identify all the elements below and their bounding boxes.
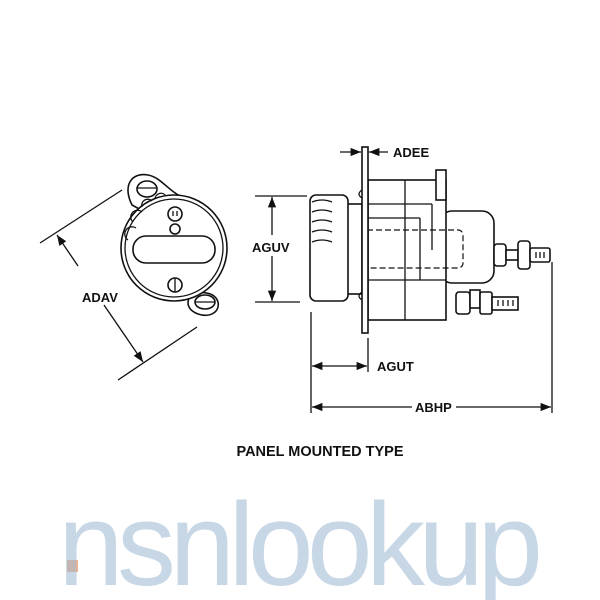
agut-dimension [310, 312, 369, 413]
side-view [309, 146, 551, 334]
aguv-label: AGUV [252, 240, 290, 255]
front-knob [309, 194, 349, 302]
adav-dimension [39, 189, 198, 381]
aguv-dimension [255, 195, 307, 303]
indicator-window [132, 235, 216, 264]
diagram-caption: PANEL MOUNTED TYPE [236, 444, 403, 460]
lower-terminal [455, 291, 471, 315]
screw-top [136, 180, 158, 198]
main-body [367, 179, 447, 321]
abhp-label: ABHP [415, 400, 452, 415]
adav-label: ADAV [82, 290, 118, 305]
front-view [120, 173, 228, 317]
lower-threaded-stud [491, 296, 519, 311]
watermark: nsnlookup [58, 479, 543, 600]
abhp-dimension [312, 262, 553, 413]
agut-label: AGUT [377, 359, 414, 374]
rear-shaft-nut [493, 243, 507, 267]
watermark-dot [67, 560, 78, 572]
panel-flange [361, 146, 369, 334]
rear-housing [439, 210, 495, 284]
adee-label: ADEE [393, 145, 429, 160]
